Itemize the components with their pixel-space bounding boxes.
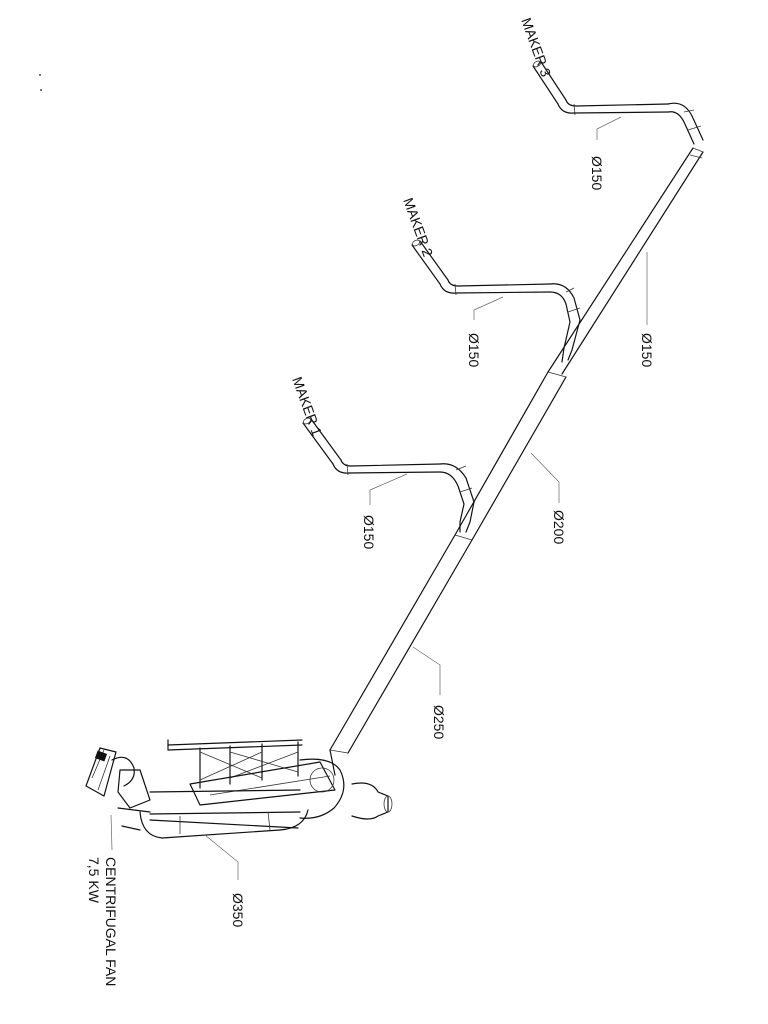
fan-assembly xyxy=(85,739,393,839)
fan-duct-diameter-label: Ø350 xyxy=(230,893,246,927)
fan-label-line-2: 7,5 KW xyxy=(86,857,102,904)
main-mid-diameter-label: Ø200 xyxy=(551,510,567,544)
main-trunk-pipe xyxy=(329,147,704,776)
main-upper-diameter-label: Ø150 xyxy=(639,333,655,367)
maker-1-label: MAKER 1 xyxy=(289,375,325,438)
corner-marks xyxy=(39,74,42,91)
maker-2-diameter-label: Ø150 xyxy=(466,333,482,367)
main-lower-diameter-label: Ø250 xyxy=(431,705,447,739)
maker-2-label: MAKER 2 xyxy=(400,196,436,259)
maker-3-diameter-label: Ø150 xyxy=(589,156,605,190)
maker-3-branch-pipe xyxy=(532,60,704,145)
maker-2-branch-pipe xyxy=(411,239,581,363)
fan-label-line-1: CENTRIFUGAL FAN xyxy=(103,857,119,986)
leader-lines xyxy=(110,116,648,880)
maker-1-branch-pipe xyxy=(302,417,475,533)
maker-1-diameter-label: Ø150 xyxy=(361,515,377,549)
maker-3-label: MAKER 3 xyxy=(518,16,554,79)
labels: MAKER 3 MAKER 2 MAKER 1 Ø150 Ø150 Ø150 Ø… xyxy=(86,16,655,987)
